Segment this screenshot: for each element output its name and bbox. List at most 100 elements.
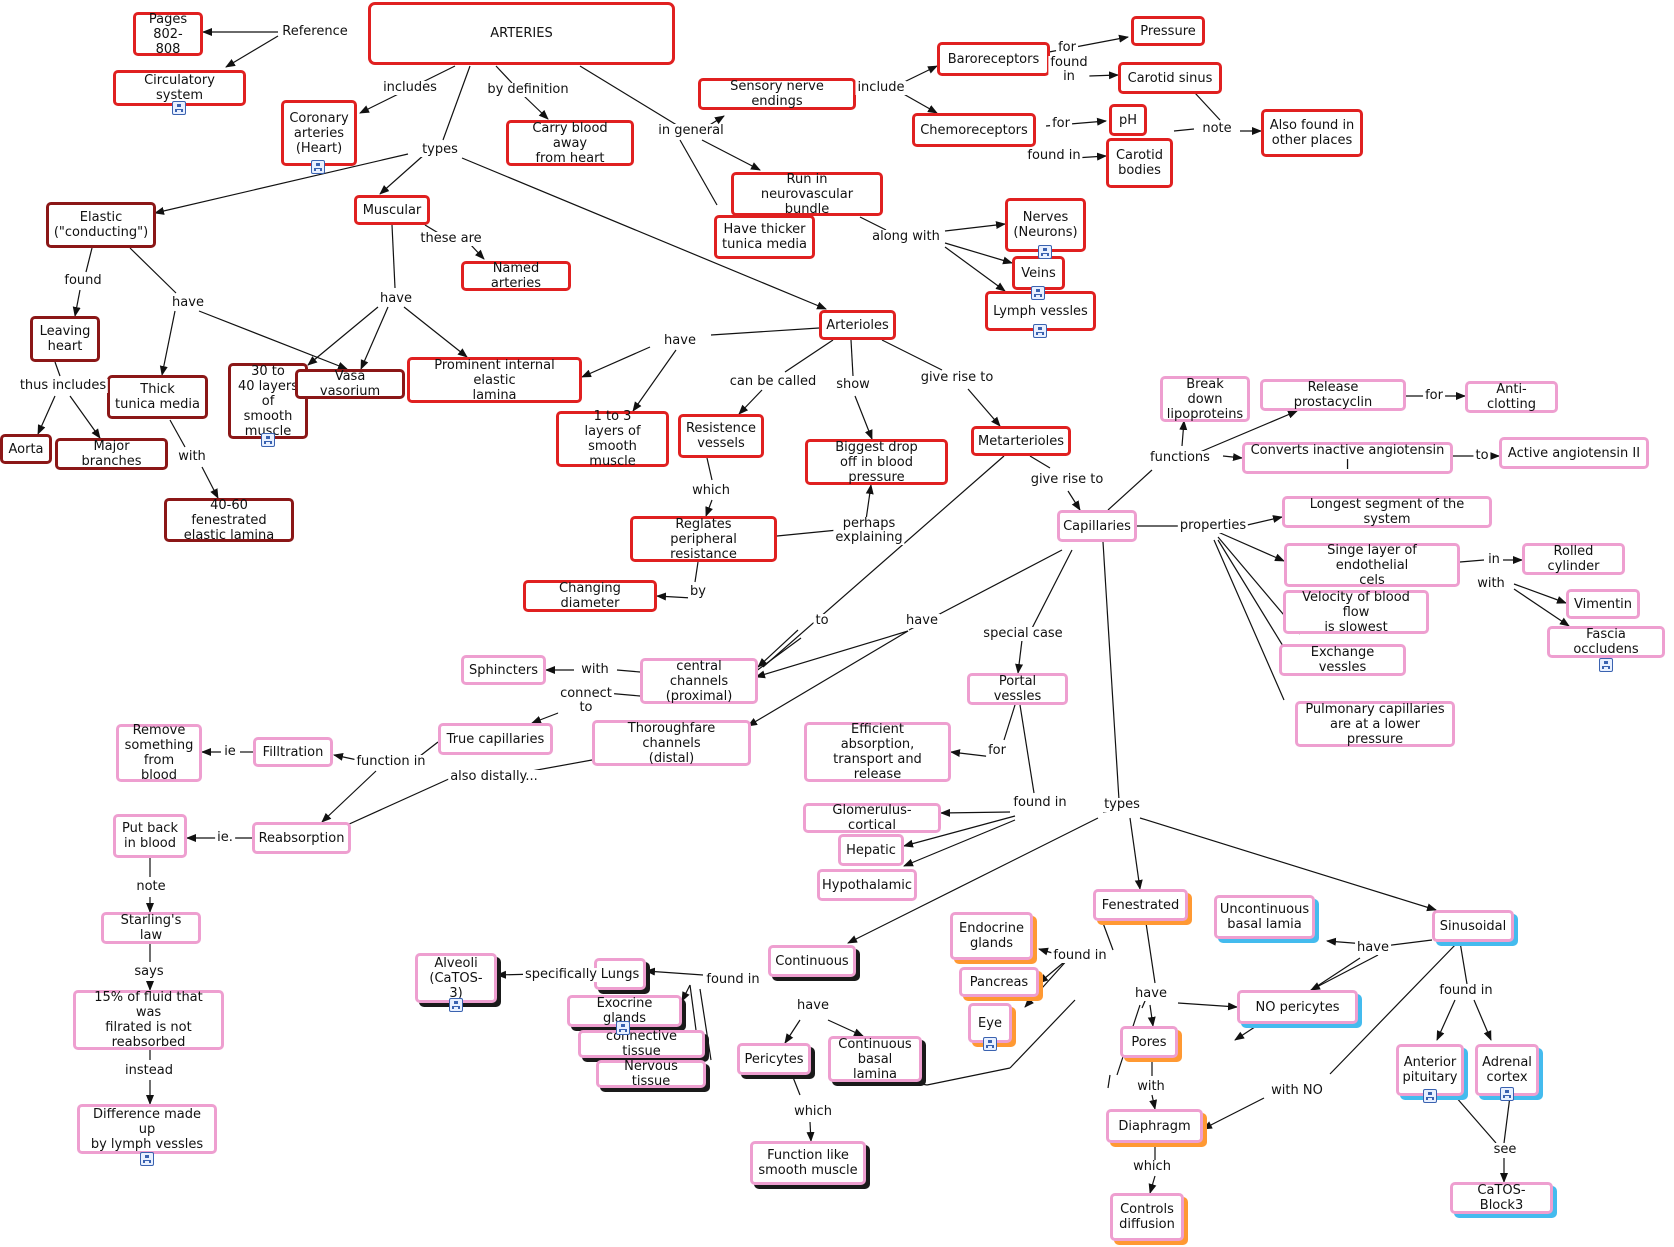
concept-biggest-drop[interactable]: Biggest drop off in blood pressure	[805, 439, 948, 485]
concept-hypothalamic[interactable]: Hypothalamic	[817, 869, 917, 901]
concept-pericytes[interactable]: Pericytes	[737, 1043, 811, 1075]
concept-reabsorption[interactable]: Reabsorption	[252, 822, 351, 854]
concept-single-layer[interactable]: Singe layer of endothelial cels	[1284, 543, 1460, 588]
concept-muscular[interactable]: Muscular	[354, 195, 430, 225]
concept-vimentin[interactable]: Vimentin	[1566, 589, 1640, 619]
concept-efficient[interactable]: Efficient absorption, transport and rele…	[804, 722, 951, 782]
concept-named-arteries[interactable]: Named arteries	[461, 261, 571, 291]
concept-remove[interactable]: Remove something from blood	[116, 723, 202, 783]
concept-pancreas[interactable]: Pancreas	[959, 967, 1039, 997]
concept-prostacyclin[interactable]: Release prostacyclin	[1260, 379, 1406, 411]
concept-veins[interactable]: Veins	[1012, 256, 1065, 290]
concept-changing-diameter[interactable]: Changing diameter	[523, 580, 657, 612]
concept-velocity[interactable]: Velocity of blood flow is slowest	[1283, 590, 1429, 635]
concept-continuous[interactable]: Continuous	[768, 945, 856, 977]
concept-uncontinuous[interactable]: Uncontinuous basal lamia	[1214, 895, 1315, 939]
concept-baroreceptors[interactable]: Baroreceptors	[937, 42, 1050, 76]
concept-nerves[interactable]: Nerves (Neurons)	[1005, 198, 1086, 252]
concept-true-capillaries[interactable]: True capillaries	[438, 723, 553, 755]
linked-map-icon[interactable]	[983, 1037, 997, 1051]
concept-capillaries[interactable]: Capillaries	[1057, 510, 1137, 542]
linked-map-icon[interactable]	[140, 1152, 154, 1166]
concept-aorta[interactable]: Aorta	[0, 434, 52, 464]
concept-also-found[interactable]: Also found in other places	[1261, 109, 1363, 157]
concept-connective[interactable]: connective tissue	[578, 1029, 705, 1059]
concept-cont-basal[interactable]: Continuous basal lamina	[828, 1036, 922, 1082]
concept-sinusoidal[interactable]: Sinusoidal	[1432, 910, 1514, 942]
concept-sensory[interactable]: Sensory nerve endings	[698, 78, 856, 110]
concept-starling[interactable]: Starling's law	[101, 912, 201, 944]
concept-break-down[interactable]: Break down lipoproteins	[1160, 376, 1250, 422]
concept-fascia[interactable]: Fascia occludens	[1547, 626, 1665, 658]
concept-resistance[interactable]: Resistence vessels	[678, 414, 764, 458]
concept-elastic[interactable]: Elastic ("conducting")	[46, 202, 156, 248]
concept-glomerulus[interactable]: Glomerulus-cortical	[803, 803, 941, 833]
connector-line	[950, 749, 994, 758]
concept-thoroughfare[interactable]: Thoroughfare channels (distal)	[592, 720, 751, 766]
concept-leaving-heart[interactable]: Leaving heart	[30, 316, 100, 362]
concept-hepatic[interactable]: Hepatic	[838, 834, 904, 866]
linked-map-icon[interactable]	[261, 433, 275, 447]
concept-thick-media[interactable]: Thick tunica media	[107, 375, 208, 419]
concept-portal[interactable]: Portal vessles	[967, 673, 1068, 705]
concept-neurovascular[interactable]: Run in neurovascular bundle	[731, 172, 883, 217]
concept-chemoreceptors[interactable]: Chemoreceptors	[912, 113, 1036, 147]
linked-map-icon[interactable]	[449, 998, 463, 1012]
concept-pores[interactable]: Pores	[1120, 1026, 1178, 1058]
concept-no-pericytes[interactable]: NO pericytes	[1237, 990, 1358, 1024]
concept-prominent-lamina[interactable]: Prominent internal elastic lamina	[407, 357, 582, 403]
concept-metarterioles[interactable]: Metarterioles	[971, 426, 1071, 456]
concept-label: Carotid sinus	[1127, 70, 1213, 86]
concept-exchange[interactable]: Exchange vessles	[1279, 644, 1406, 676]
concept-circulatory[interactable]: Circulatory system	[113, 70, 246, 106]
linked-map-icon[interactable]	[1500, 1087, 1514, 1101]
concept-arteries[interactable]: ARTERIES	[368, 2, 675, 65]
linked-map-icon[interactable]	[1031, 286, 1045, 300]
concept-anterior-pit[interactable]: Anterior pituitary	[1396, 1044, 1464, 1096]
concept-ph[interactable]: pH	[1109, 104, 1147, 136]
concept-eye[interactable]: Eye	[968, 1003, 1012, 1043]
concept-coronary[interactable]: Coronary arteries (Heart)	[281, 100, 357, 166]
concept-layers-1-3[interactable]: 1 to 3 layers of smooth muscle	[556, 409, 669, 469]
linked-map-icon[interactable]	[1423, 1089, 1437, 1103]
concept-put-back[interactable]: Put back in blood	[113, 814, 187, 858]
concept-carotid-bodies[interactable]: Carotid bodies	[1106, 138, 1173, 188]
concept-arterioles[interactable]: Arterioles	[819, 310, 896, 340]
concept-rolled-cylinder[interactable]: Rolled cylinder	[1522, 543, 1625, 575]
linked-map-icon[interactable]	[172, 101, 186, 115]
concept-carotid-sinus[interactable]: Carotid sinus	[1118, 62, 1222, 94]
concept-catos-block[interactable]: CaTOS-Block3	[1450, 1182, 1553, 1214]
concept-fenestrated[interactable]: Fenestrated	[1093, 889, 1188, 921]
concept-pulmonary[interactable]: Pulmonary capillaries are at a lower pre…	[1295, 701, 1455, 747]
concept-pressure[interactable]: Pressure	[1131, 16, 1205, 46]
concept-thicker-media[interactable]: Have thicker tunica media	[714, 215, 815, 259]
concept-difference[interactable]: Difference made up by lymph vessles	[77, 1104, 217, 1154]
concept-regulates[interactable]: Reglates peripheral resistance	[630, 516, 777, 562]
linked-map-icon[interactable]	[616, 1021, 630, 1035]
concept-pages[interactable]: Pages 802-808	[133, 12, 203, 57]
concept-central-channels[interactable]: central channels (proximal)	[640, 658, 758, 704]
linked-map-icon[interactable]	[1038, 245, 1052, 259]
concept-vasa-vasorum[interactable]: Vasa vasorium	[295, 369, 405, 399]
concept-carry-blood[interactable]: Carry blood away from heart	[506, 120, 634, 166]
concept-fifteen[interactable]: 15% of fluid that was filrated is not re…	[73, 990, 224, 1050]
concept-angiotensin-2[interactable]: Active angiotensin II	[1499, 437, 1649, 469]
concept-major-branches[interactable]: Major branches	[55, 438, 168, 470]
concept-fenestrated-lamina[interactable]: 40-60 fenestrated elastic lamina	[164, 498, 294, 543]
concept-angiotensin-conv[interactable]: Converts inactive angiotensin I	[1242, 442, 1453, 474]
concept-nervous[interactable]: Nervous tissue	[596, 1059, 706, 1089]
concept-function-like[interactable]: Function like smooth muscle	[750, 1141, 866, 1185]
concept-sphincters[interactable]: Sphincters	[461, 655, 546, 685]
concept-filtration[interactable]: Filltration	[253, 737, 333, 767]
concept-anti-clotting[interactable]: Anti-clotting	[1465, 381, 1558, 413]
concept-alveoli[interactable]: Alveoli (CaTOS-3)	[415, 953, 497, 1003]
concept-diaphragm[interactable]: Diaphragm	[1106, 1109, 1203, 1143]
concept-longest[interactable]: Longest segment of the system	[1282, 496, 1492, 528]
linked-map-icon[interactable]	[1599, 658, 1613, 672]
linked-map-icon[interactable]	[1033, 324, 1047, 338]
concept-endocrine[interactable]: Endocrine glands	[950, 912, 1033, 960]
linked-map-icon[interactable]	[311, 160, 325, 174]
concept-controls[interactable]: Controls diffusion	[1110, 1193, 1184, 1241]
concept-label: Uncontinuous basal lamia	[1219, 902, 1310, 932]
concept-lungs[interactable]: Lungs	[594, 958, 646, 990]
